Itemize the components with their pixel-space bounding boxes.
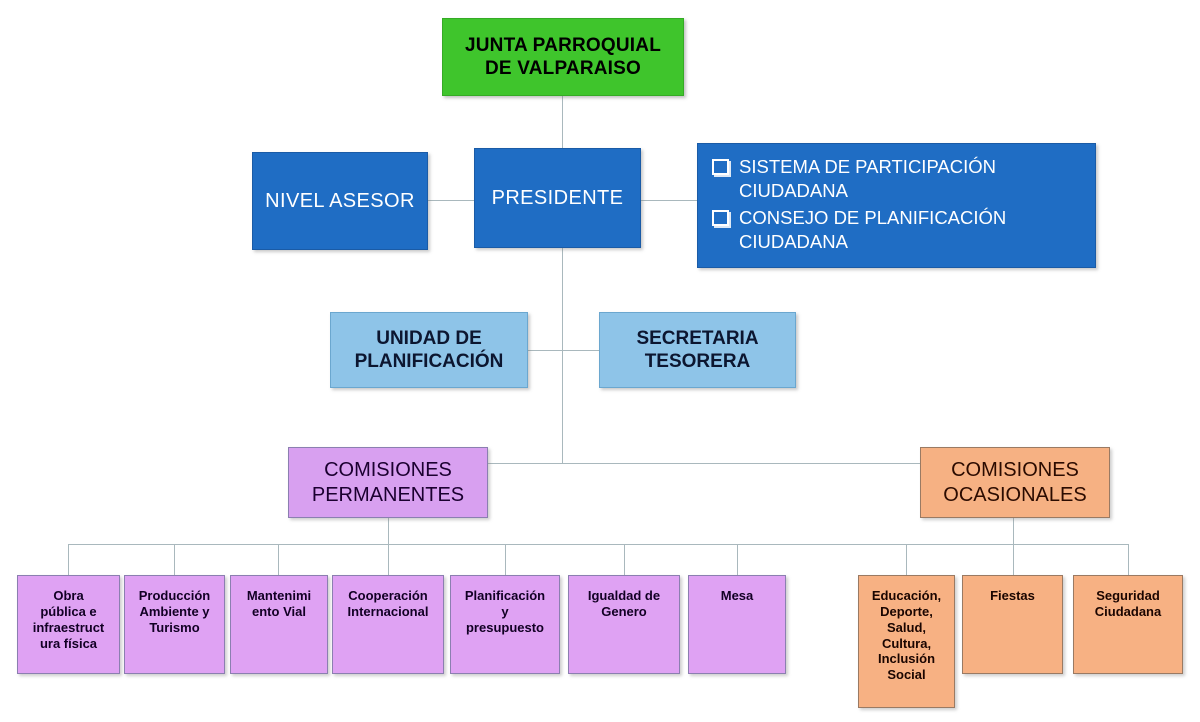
list-item[interactable]: CONSEJO DE PLANIFICACIÓN CIUDADANA [712, 206, 1085, 255]
node-educacion-deporte-salud[interactable]: Educación, Deporte, Salud, Cultura, Incl… [858, 575, 955, 708]
node-planificacion-presupuesto-label: Planificación y presupuesto [464, 588, 546, 635]
node-educacion-deporte-salud-label: Educación, Deporte, Salud, Cultura, Incl… [871, 588, 942, 683]
node-fiestas[interactable]: Fiestas [962, 575, 1063, 674]
node-produccion-ambiente-turismo-label: Producción Ambiente y Turismo [138, 588, 211, 635]
node-unidad-planificacion-label: UNIDAD DE PLANIFICACIÓN [354, 327, 504, 372]
participacion-item-0: SISTEMA DE PARTICIPACIÓN CIUDADANA [739, 155, 996, 202]
hollow-square-bullet-icon [712, 158, 729, 175]
node-produccion-ambiente-turismo[interactable]: Producción Ambiente y Turismo [124, 575, 225, 674]
node-secretaria-tesorera[interactable]: SECRETARIA TESORERA [599, 312, 796, 388]
connector-leaf-drop-3 [278, 544, 279, 575]
connector-leaf-drop-8 [906, 544, 907, 575]
node-junta-parroquial[interactable]: JUNTA PARROQUIAL DE VALPARAISO [442, 18, 684, 96]
connector-bottom-bus [68, 544, 1129, 545]
node-comisiones-permanentes[interactable]: COMISIONES PERMANENTES [288, 447, 488, 518]
connector-leaf-drop-5 [505, 544, 506, 575]
connector-leaf-drop-4 [388, 544, 389, 575]
connector-leaf-drop-9 [1013, 544, 1014, 575]
connector-leaf-drop-2 [174, 544, 175, 575]
node-secretaria-tesorera-label: SECRETARIA TESORERA [636, 327, 759, 372]
node-mantenimiento-vial[interactable]: Mantenimi ento Vial [230, 575, 328, 674]
node-planificacion-presupuesto[interactable]: Planificación y presupuesto [450, 575, 560, 674]
connector-ocasionales-drop [1013, 518, 1014, 544]
node-comisiones-ocasionales[interactable]: COMISIONES OCASIONALES [920, 447, 1110, 518]
node-presidente-label: PRESIDENTE [491, 186, 624, 209]
node-participacion-ciudadana[interactable]: SISTEMA DE PARTICIPACIÓN CIUDADANA CONSE… [697, 143, 1096, 268]
connector-presidente-spine [562, 248, 563, 463]
node-nivel-asesor-label: NIVEL ASESOR [265, 189, 415, 212]
connector-leaf-drop-6 [624, 544, 625, 575]
connector-root-to-presidente [562, 96, 563, 148]
node-cooperacion-internacional-label: Cooperación Internacional [347, 588, 429, 619]
node-igualdad-genero-label: Igualdad de Genero [587, 588, 661, 619]
node-cooperacion-internacional[interactable]: Cooperación Internacional [332, 575, 444, 674]
participacion-list: SISTEMA DE PARTICIPACIÓN CIUDADANA CONSE… [712, 155, 1085, 257]
connector-leaf-drop-10 [1128, 544, 1129, 575]
participacion-item-1: CONSEJO DE PLANIFICACIÓN CIUDADANA [739, 206, 1007, 252]
connector-comisiones-bar [488, 463, 920, 464]
node-nivel-asesor[interactable]: NIVEL ASESOR [252, 152, 428, 250]
node-unidad-planificacion[interactable]: UNIDAD DE PLANIFICACIÓN [330, 312, 528, 388]
node-junta-parroquial-label: JUNTA PARROQUIAL DE VALPARAISO [464, 34, 661, 79]
node-seguridad-ciudadana[interactable]: Seguridad Ciudadana [1073, 575, 1183, 674]
connector-presidente-participacion [641, 200, 697, 201]
node-obra-publica[interactable]: Obra pública e infraestruct ura física [17, 575, 120, 674]
node-comisiones-ocasionales-label: COMISIONES OCASIONALES [943, 459, 1087, 506]
connector-unidad-secretaria [528, 350, 599, 351]
node-seguridad-ciudadana-label: Seguridad Ciudadana [1094, 588, 1162, 619]
list-item[interactable]: SISTEMA DE PARTICIPACIÓN CIUDADANA [712, 155, 1085, 204]
node-mesa-label: Mesa [720, 588, 754, 603]
node-comisiones-permanentes-label: COMISIONES PERMANENTES [311, 459, 465, 506]
node-mantenimiento-vial-label: Mantenimi ento Vial [246, 588, 312, 619]
hollow-square-bullet-icon [712, 209, 729, 226]
connector-permanentes-drop [388, 518, 389, 544]
connector-leaf-drop-1 [68, 544, 69, 575]
node-presidente[interactable]: PRESIDENTE [474, 148, 641, 248]
connector-leaf-drop-7 [737, 544, 738, 575]
node-obra-publica-label: Obra pública e infraestruct ura física [32, 588, 105, 651]
connector-nivelasesor-presidente [428, 200, 474, 201]
node-igualdad-genero[interactable]: Igualdad de Genero [568, 575, 680, 674]
node-mesa[interactable]: Mesa [688, 575, 786, 674]
node-fiestas-label: Fiestas [990, 588, 1035, 603]
